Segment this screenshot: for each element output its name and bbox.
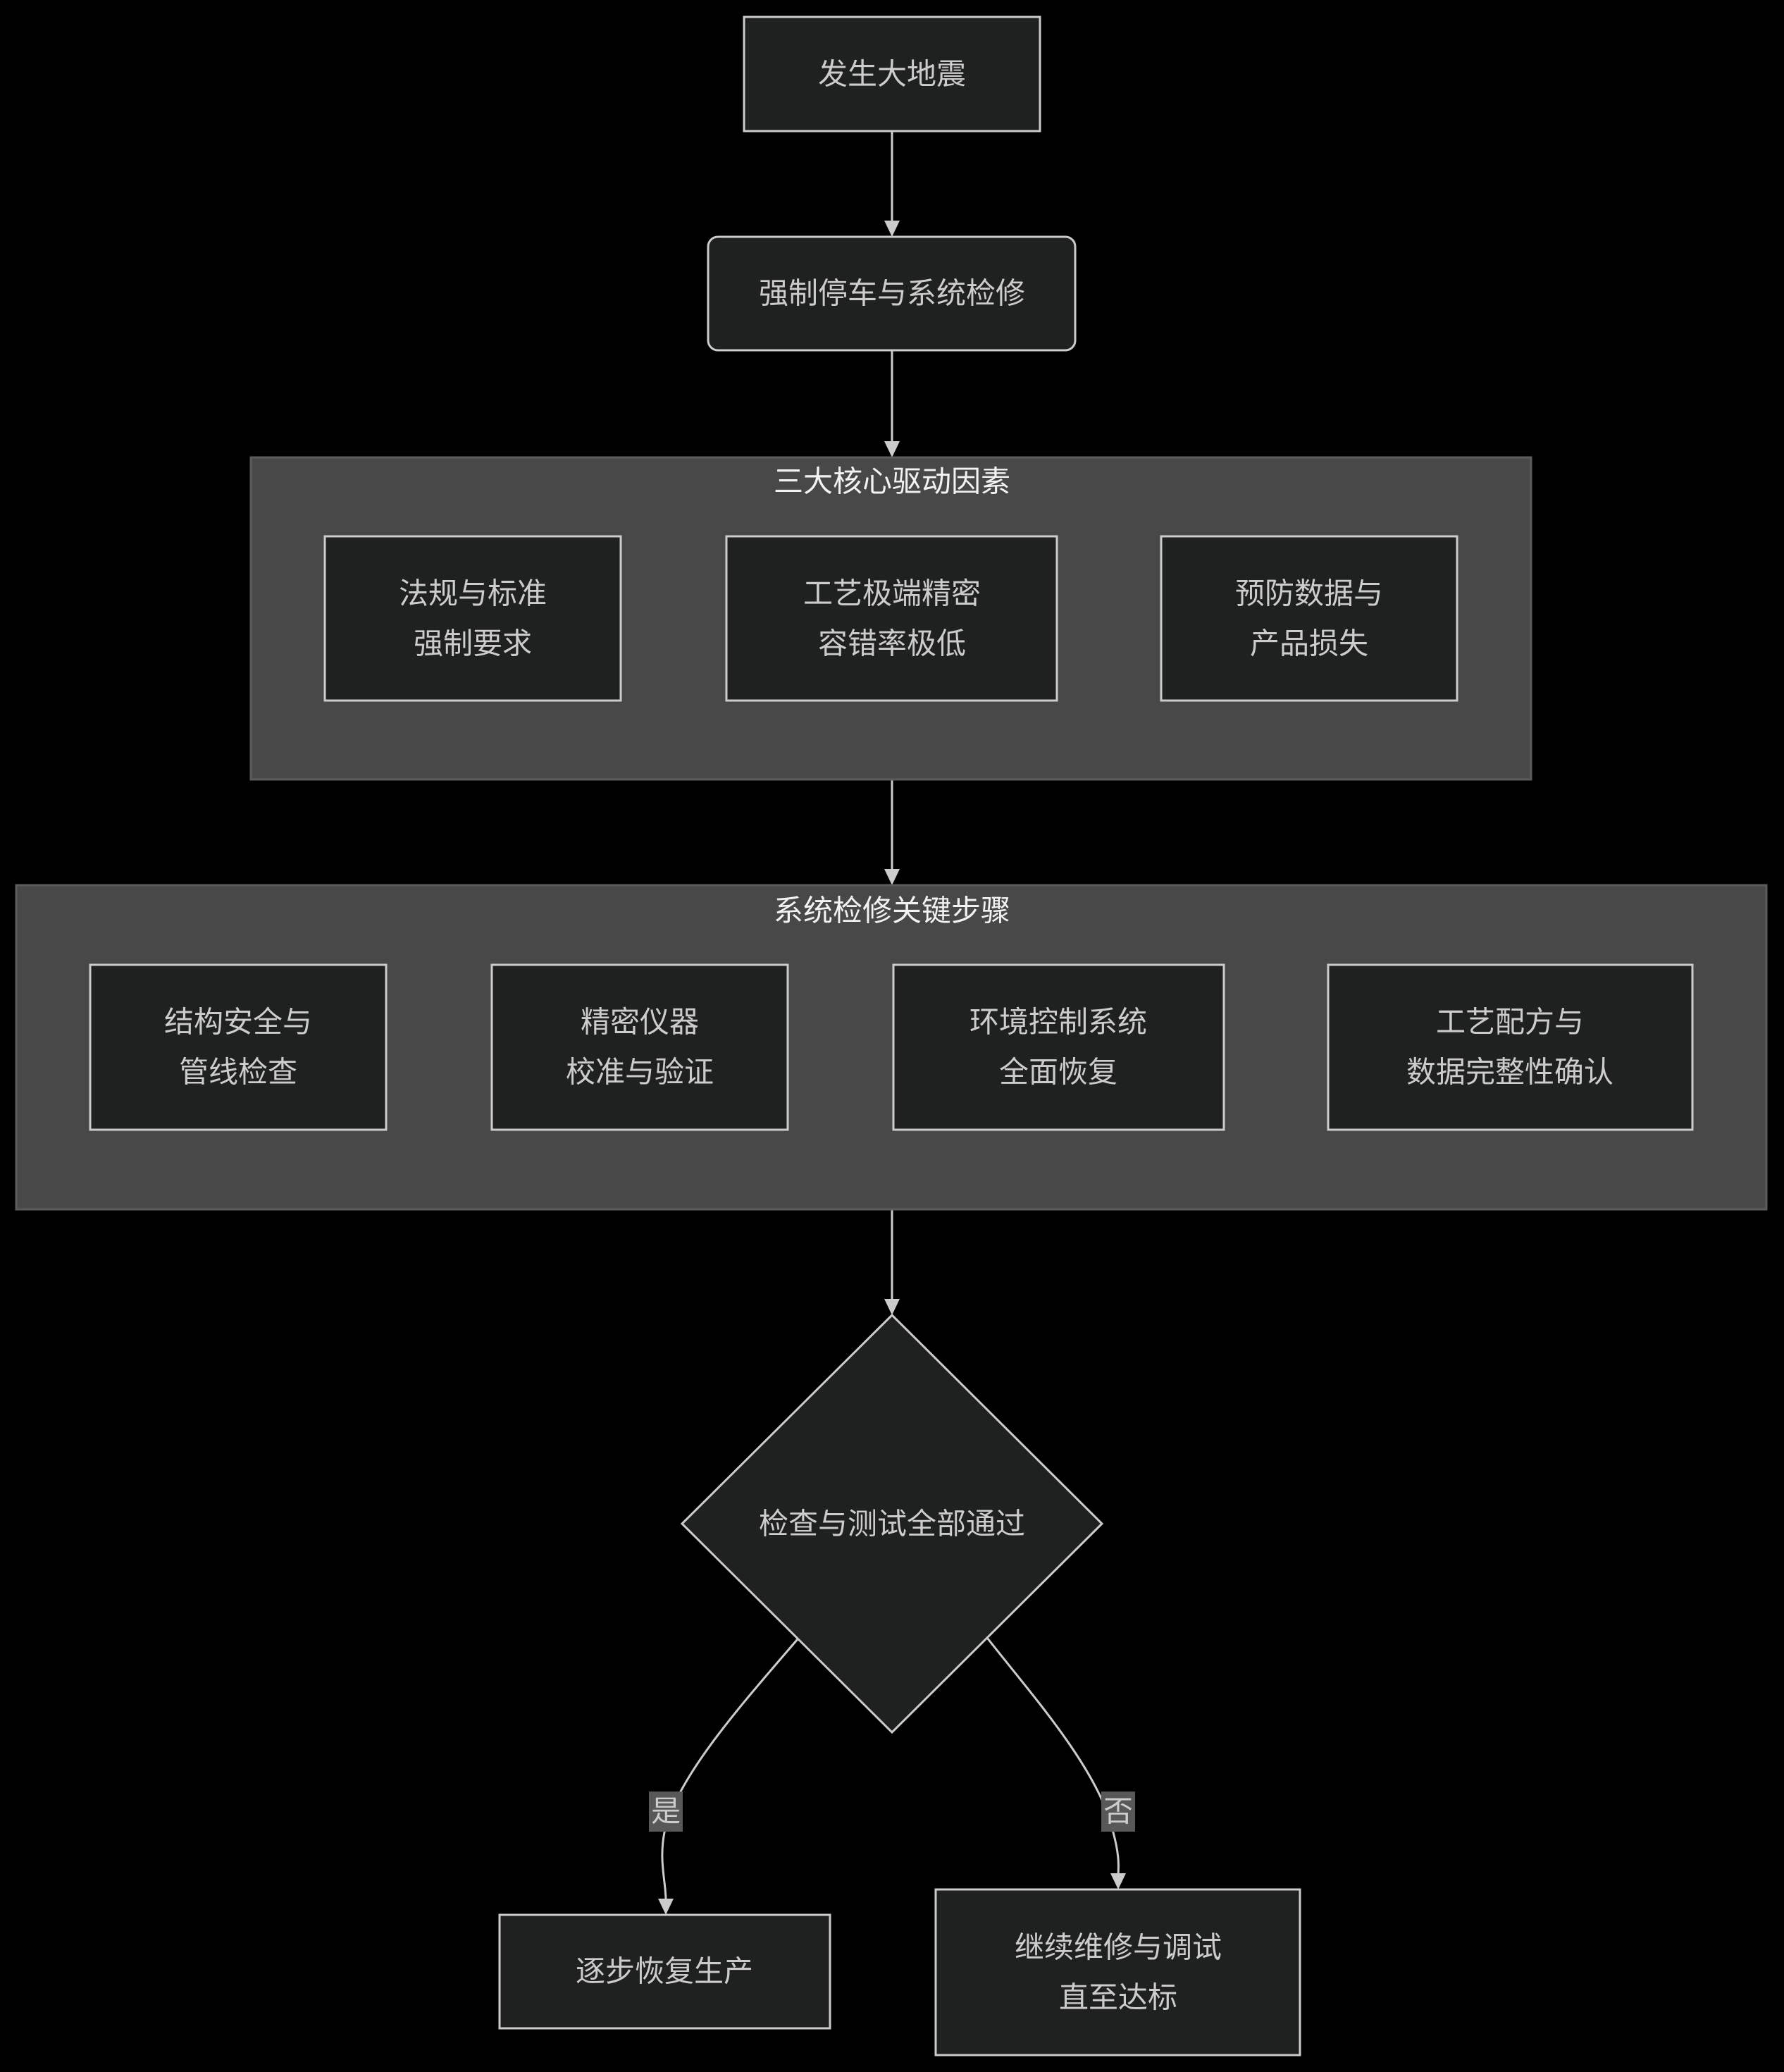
node-label-line2: 校准与验证 bbox=[566, 1055, 714, 1090]
cluster-title: 系统检修关键步骤 bbox=[774, 894, 1010, 928]
arrowhead bbox=[884, 441, 900, 457]
node-label: 逐步恢复生产 bbox=[576, 1954, 753, 1989]
node-loss-prevention[interactable]: 预防数据与 产品损失 bbox=[1160, 535, 1458, 702]
arrowhead bbox=[884, 221, 900, 237]
node-label-line2: 管线检查 bbox=[179, 1055, 297, 1090]
node-label: 发生大地震 bbox=[818, 57, 966, 92]
node-label-line2: 强制要求 bbox=[414, 627, 532, 661]
node-structural-check[interactable]: 结构安全与 管线检查 bbox=[89, 963, 388, 1131]
node-resume-production[interactable]: 逐步恢复生产 bbox=[498, 1913, 831, 2030]
node-continue-repair[interactable]: 继续维修与调试 直至达标 bbox=[934, 1888, 1301, 2056]
edge-label-no: 否 bbox=[1101, 1792, 1135, 1832]
cluster-title: 三大核心驱动因素 bbox=[774, 464, 1010, 499]
arrowhead bbox=[1110, 1873, 1126, 1889]
node-environment-control[interactable]: 环境控制系统 全面恢复 bbox=[892, 963, 1225, 1131]
node-label-line1: 法规与标准 bbox=[399, 576, 547, 611]
node-instrument-calibration[interactable]: 精密仪器 校准与验证 bbox=[490, 963, 789, 1131]
node-label-line1: 工艺极端精密 bbox=[803, 576, 981, 611]
node-label-line1: 预防数据与 bbox=[1235, 576, 1383, 611]
arrowhead bbox=[884, 869, 900, 885]
arrowhead bbox=[884, 1299, 900, 1315]
node-label-line2: 产品损失 bbox=[1250, 627, 1368, 661]
node-label-line1: 结构安全与 bbox=[164, 1005, 312, 1040]
node-label: 检查与测试全部通过 bbox=[759, 1507, 1025, 1541]
edge-decision-yes bbox=[661, 1634, 803, 1901]
edge-label-yes-text: 是 bbox=[651, 1794, 681, 1829]
node-label-line1: 工艺配方与 bbox=[1436, 1005, 1584, 1040]
edge-label-no-text: 否 bbox=[1103, 1794, 1133, 1829]
node-label-line2: 数据完整性确认 bbox=[1406, 1055, 1613, 1090]
node-label-line2: 直至达标 bbox=[1059, 1980, 1177, 2015]
arrowhead bbox=[658, 1899, 674, 1915]
node-label-line1: 精密仪器 bbox=[581, 1005, 699, 1040]
node-decision-tests-passed[interactable]: 检查与测试全部通过 bbox=[680, 1313, 1104, 1734]
node-recipe-data-integrity[interactable]: 工艺配方与 数据完整性确认 bbox=[1327, 963, 1694, 1131]
node-label-line1: 继续维修与调试 bbox=[1015, 1930, 1222, 1965]
node-regulations[interactable]: 法规与标准 强制要求 bbox=[323, 535, 622, 702]
edge-decision-no bbox=[984, 1634, 1120, 1875]
node-earthquake[interactable]: 发生大地震 bbox=[743, 16, 1041, 132]
node-label: 强制停车与系统检修 bbox=[759, 276, 1025, 311]
node-label-line1: 环境控制系统 bbox=[970, 1005, 1147, 1040]
node-label-line2: 容错率极低 bbox=[818, 627, 966, 661]
node-label-line2: 全面恢复 bbox=[999, 1055, 1117, 1090]
edge-label-yes: 是 bbox=[649, 1792, 683, 1832]
node-forced-shutdown[interactable]: 强制停车与系统检修 bbox=[707, 235, 1077, 352]
node-process-precision[interactable]: 工艺极端精密 容错率极低 bbox=[725, 535, 1058, 702]
